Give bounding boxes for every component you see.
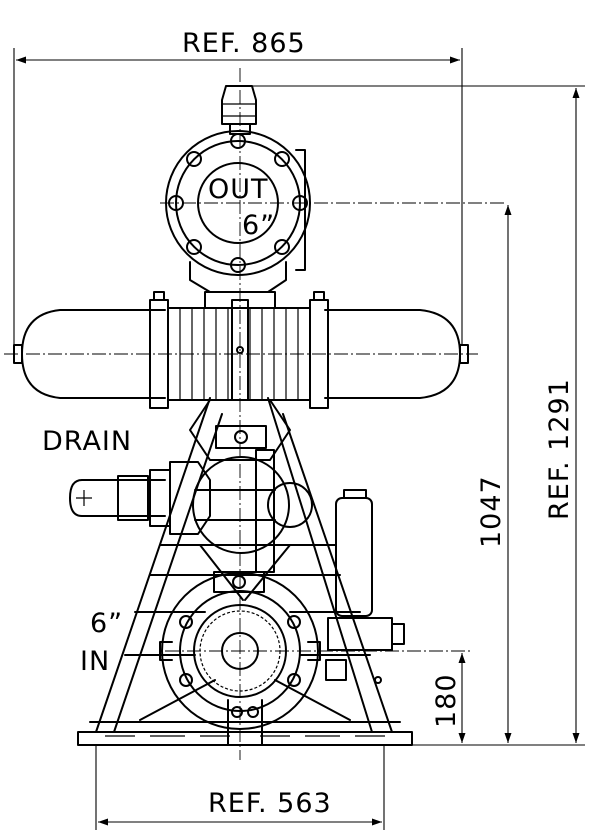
overall-width-dimension: REF. 865 <box>182 28 306 59</box>
outlet-height-dimension: 1047 <box>476 475 507 548</box>
valve-assembly <box>189 399 405 684</box>
drain-pipe <box>69 461 211 535</box>
center-lines <box>4 68 505 760</box>
outlet-name-label: OUT <box>208 174 269 205</box>
inlet-name-label: IN <box>80 646 110 677</box>
outlet-size-label: 6” <box>242 210 275 241</box>
inlet-height-dimension: 180 <box>431 673 462 728</box>
overall-height-dimension: REF. 1291 <box>544 378 575 520</box>
drain-label: DRAIN <box>42 426 132 457</box>
flange-bolts <box>168 133 308 273</box>
filter-bodies <box>13 291 469 409</box>
dimension-lines <box>13 48 585 830</box>
base-width-dimension: REF. 563 <box>208 788 332 819</box>
inlet-size-label: 6” <box>90 608 123 639</box>
